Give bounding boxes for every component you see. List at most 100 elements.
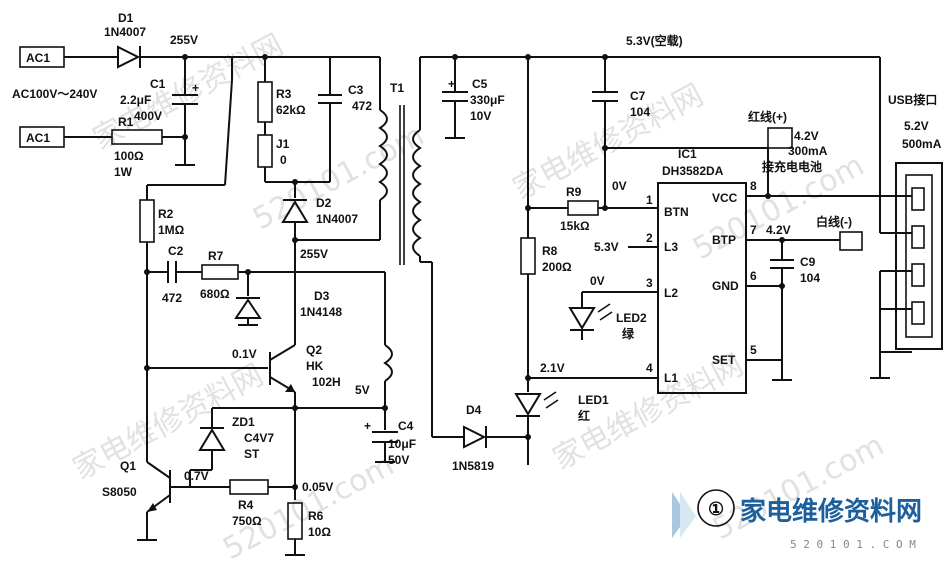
battery-red-terminal: [767, 127, 793, 149]
ic1-pin-1-num: 1: [646, 193, 653, 207]
r7-resistor: [201, 264, 239, 280]
ic1-body: [657, 182, 747, 394]
zd1-value: C4V7: [244, 431, 274, 445]
d1-ref: D1: [118, 11, 134, 25]
ic1-pin-2-name: L3: [664, 240, 678, 254]
watermark-site-4: 520101.com: [707, 428, 890, 547]
r1-ref: R1: [118, 115, 134, 129]
c2-value: 472: [162, 291, 182, 305]
ic1-pin-2-num: 2: [646, 231, 653, 245]
led2-diode: [568, 303, 613, 331]
c5-value: 330μF: [470, 93, 505, 107]
svg-text:+: +: [192, 81, 199, 95]
ic1-pin-4-name: L1: [664, 371, 678, 385]
zd1-zener: [198, 427, 226, 451]
c3-value: 472: [352, 99, 372, 113]
d3-value: 1N4148: [300, 305, 342, 319]
q2-extra: 102H: [312, 375, 341, 389]
d4-value: 1N5819: [452, 459, 494, 473]
zd1-extra: ST: [244, 447, 260, 461]
r7-ref: R7: [208, 249, 224, 263]
d4-diode: [463, 425, 487, 449]
r8-resistor: [520, 237, 536, 275]
c4-rating: 50V: [388, 453, 409, 467]
led2-color: 绿: [622, 326, 635, 341]
brand-logo-site: 5 2 0 1 0 1 . C O M: [790, 538, 916, 551]
voltage-5-3v-noload: 5.3V(空载): [626, 33, 683, 48]
r3-value: 62kΩ: [276, 103, 306, 117]
ic1-pin-4-num: 4: [646, 361, 653, 375]
t1-feedback-winding: [383, 344, 393, 382]
usb-voltage: 5.2V: [904, 119, 929, 133]
led2-ref: LED2: [616, 311, 647, 325]
voltage-0v-led2: 0V: [590, 274, 605, 288]
battery-spec-current: 300mA: [788, 144, 828, 158]
d1-diode: [117, 45, 141, 69]
t1-ref: T1: [390, 81, 404, 95]
brand-logo: 家电维修资料网 5 2 0 1 0 1 . C O M: [672, 492, 922, 551]
led1-color: 红: [578, 408, 590, 423]
c3-ref: C3: [348, 83, 364, 97]
watermark-brand-3: 家电维修资料网: [507, 78, 709, 207]
voltage-2-1v: 2.1V: [540, 361, 565, 375]
led1-diode: [514, 391, 559, 417]
ic1-pin-5-name: SET: [712, 353, 736, 367]
q2-transistor: [269, 344, 296, 393]
svg-text:+: +: [448, 77, 455, 91]
q2-value: HK: [306, 359, 324, 373]
c1-rating: 400V: [134, 109, 162, 123]
c7-capacitor: [592, 91, 618, 102]
ic1-ref: IC1: [678, 147, 697, 161]
voltage-0-7v: 0.7V: [184, 469, 209, 483]
ic1-pin-7-num: 7: [750, 223, 757, 237]
r1-value: 100Ω: [114, 149, 144, 163]
r8-value: 200Ω: [542, 260, 572, 274]
d1-value: 1N4007: [104, 25, 146, 39]
c1-ref: C1: [150, 77, 166, 91]
r6-value: 10Ω: [308, 525, 331, 539]
voltage-0v-ic: 0V: [612, 179, 627, 193]
c4-value: 10μF: [388, 437, 416, 451]
battery-white-label: 白线(-): [816, 214, 852, 229]
r4-ref: R4: [238, 498, 254, 512]
voltage-255v-mid: 255V: [300, 247, 328, 261]
voltage-0-05v: 0.05V: [302, 480, 333, 494]
r6-ref: R6: [308, 509, 324, 523]
j1-ref: J1: [276, 137, 290, 151]
ic1-value: DH3582DA: [662, 164, 724, 178]
led1-ref: LED1: [578, 393, 609, 407]
ic1-pin-8-num: 8: [750, 179, 757, 193]
r4-value: 750Ω: [232, 514, 262, 528]
t1-secondary-winding: [412, 129, 422, 257]
ic1-pin-1-name: BTN: [664, 205, 689, 219]
voltage-0-1v: 0.1V: [232, 347, 257, 361]
ac1-bottom-label: AC1: [26, 131, 50, 145]
d2-value: 1N4007: [316, 212, 358, 226]
r3-resistor: [257, 81, 273, 123]
usb-connector: [895, 162, 943, 350]
q1-value: S8050: [102, 485, 137, 499]
voltage-4-2v-btp: 4.2V: [766, 223, 791, 237]
r9-resistor: [567, 200, 599, 216]
r4-resistor: [229, 479, 269, 495]
ic1-pin-6-name: GND: [712, 279, 739, 293]
c9-value: 104: [800, 271, 820, 285]
voltage-5-3v-l3: 5.3V: [594, 240, 619, 254]
ic1-pin-3-name: L2: [664, 286, 678, 300]
d3-diode: [234, 297, 262, 319]
c9-ref: C9: [800, 255, 816, 269]
c4-ref: C4: [398, 419, 414, 433]
battery-red-label: 红线(+): [748, 109, 787, 124]
voltage-5v: 5V: [355, 383, 370, 397]
battery-white-terminal: [839, 231, 863, 251]
r9-value: 15kΩ: [560, 219, 590, 233]
d3-ref: D3: [314, 289, 330, 303]
zd1-ref: ZD1: [232, 415, 255, 429]
q1-ref: Q1: [120, 459, 136, 473]
c5-ref: C5: [472, 77, 488, 91]
battery-desc: 接充电电池: [762, 159, 822, 174]
figure-number-circle: [697, 489, 735, 527]
ic1-pin-5-num: 5: [750, 343, 757, 357]
c2-ref: C2: [168, 244, 184, 258]
